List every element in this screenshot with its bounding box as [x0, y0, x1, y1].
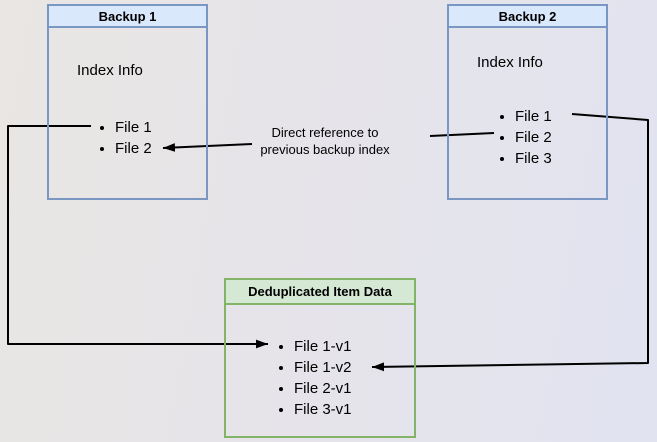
backup2-title: Backup 2: [498, 8, 557, 24]
backup1-file-list: File 1 File 2: [95, 117, 152, 159]
dedup-file-list: File 1-v1 File 1-v2 File 2-v1 File 3-v1: [274, 336, 352, 420]
list-item: File 1: [515, 106, 552, 127]
list-item: File 2-v1: [294, 378, 352, 399]
list-item: File 3-v1: [294, 399, 352, 420]
dedup-node: Deduplicated Item Data File 1-v1 File 1-…: [224, 278, 416, 438]
annotation-line1: Direct reference to: [271, 125, 379, 140]
list-item: File 2: [515, 127, 552, 148]
backup2-header: Backup 2: [449, 6, 606, 28]
backup2-file-list: File 1 File 2 File 3: [495, 106, 552, 169]
list-item: File 2: [115, 138, 152, 159]
backup1-index-info-label: Index Info: [77, 62, 143, 79]
backup1-node: Backup 1 Index Info File 1 File 2: [47, 4, 208, 200]
list-item: File 1-v2: [294, 357, 352, 378]
backup1-header: Backup 1: [49, 6, 206, 28]
connector-annotation: Direct reference to previous backup inde…: [238, 124, 412, 158]
backup2-node: Backup 2 Index Info File 1 File 2 File 3: [447, 4, 608, 200]
backup2-index-info-label: Index Info: [477, 54, 543, 71]
list-item: File 1-v1: [294, 336, 352, 357]
dedup-header: Deduplicated Item Data: [226, 280, 414, 305]
list-item: File 3: [515, 148, 552, 169]
list-item: File 1: [115, 117, 152, 138]
annotation-line2: previous backup index: [260, 142, 390, 157]
dedup-title: Deduplicated Item Data: [248, 284, 392, 299]
backup1-title: Backup 1: [98, 8, 157, 24]
